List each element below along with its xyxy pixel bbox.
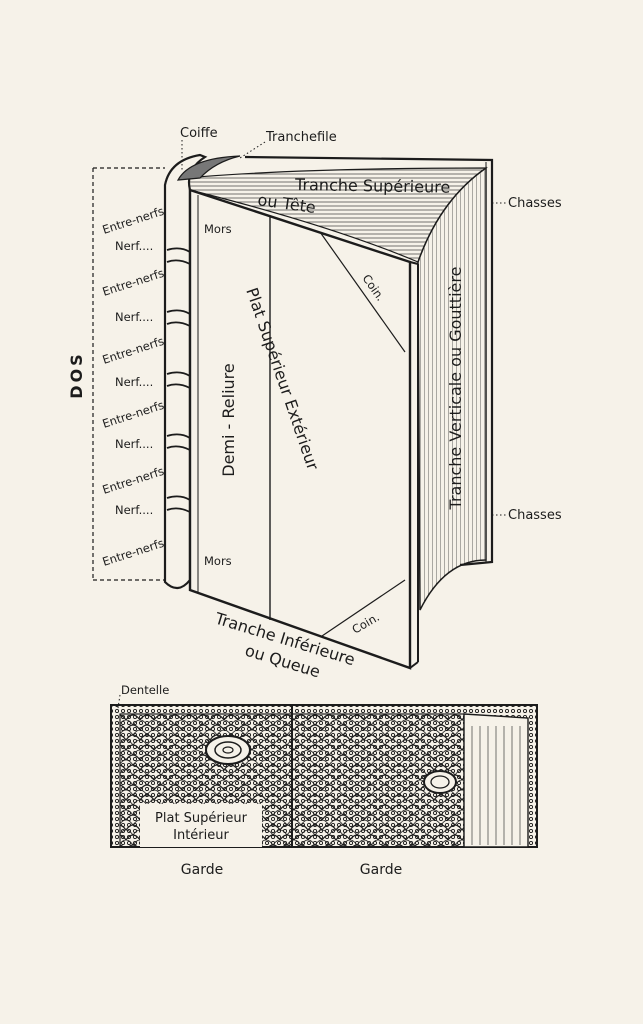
- label-plat-superieur-interieur-2: Intérieur: [173, 828, 229, 843]
- label-chasses-top: Chasses: [508, 196, 562, 211]
- label-nerf-2: Nerf....: [115, 310, 153, 324]
- label-nerf-5: Nerf....: [115, 503, 153, 517]
- corner-top-line: [319, 231, 406, 353]
- label-mors-bottom: Mors: [204, 554, 232, 568]
- label-plat-superieur-interieur-1: Plat Supérieur: [155, 811, 248, 826]
- label-garde-right: Garde: [360, 862, 402, 878]
- dos-bracket: [92, 167, 165, 581]
- top-edge-pages: [184, 167, 488, 263]
- label-mors-top: Mors: [204, 222, 232, 236]
- label-entre-nerfs-1: Entre-nerfs: [101, 204, 166, 237]
- label-demi-reliure: Demi - Reliure: [219, 363, 238, 476]
- open-book-figure: [110, 704, 538, 848]
- label-chasses-bottom: Chasses: [508, 508, 562, 523]
- label-entre-nerfs-2: Entre-nerfs: [101, 266, 166, 299]
- label-garde-left: Garde: [181, 862, 223, 878]
- leader-lines: [117, 140, 508, 709]
- label-nerf-4: Nerf....: [115, 437, 153, 451]
- headband: [176, 155, 241, 181]
- label-tranchefile: Tranchefile: [265, 130, 337, 145]
- label-tranche-superieure: Tranche Supérieure: [294, 175, 450, 197]
- label-entre-nerfs-5: Entre-nerfs: [101, 464, 166, 497]
- corner-bottom-line: [321, 579, 406, 637]
- label-entre-nerfs-4: Entre-nerfs: [101, 398, 166, 431]
- back-board: [244, 155, 494, 567]
- label-tranche-verticale: Tranche Verticale ou Gouttière: [446, 267, 465, 511]
- interior-label-box: [140, 804, 262, 847]
- label-dos: DOS: [67, 351, 86, 398]
- book-figure: [163, 153, 494, 670]
- label-entre-nerfs-3: Entre-nerfs: [101, 334, 166, 367]
- label-entre-nerfs-6: Entre-nerfs: [101, 536, 166, 569]
- label-coiffe: Coiffe: [180, 126, 218, 141]
- label-nerf-1: Nerf....: [115, 239, 153, 253]
- label-dentelle: Dentelle: [121, 683, 169, 697]
- label-nerf-3: Nerf....: [115, 375, 153, 389]
